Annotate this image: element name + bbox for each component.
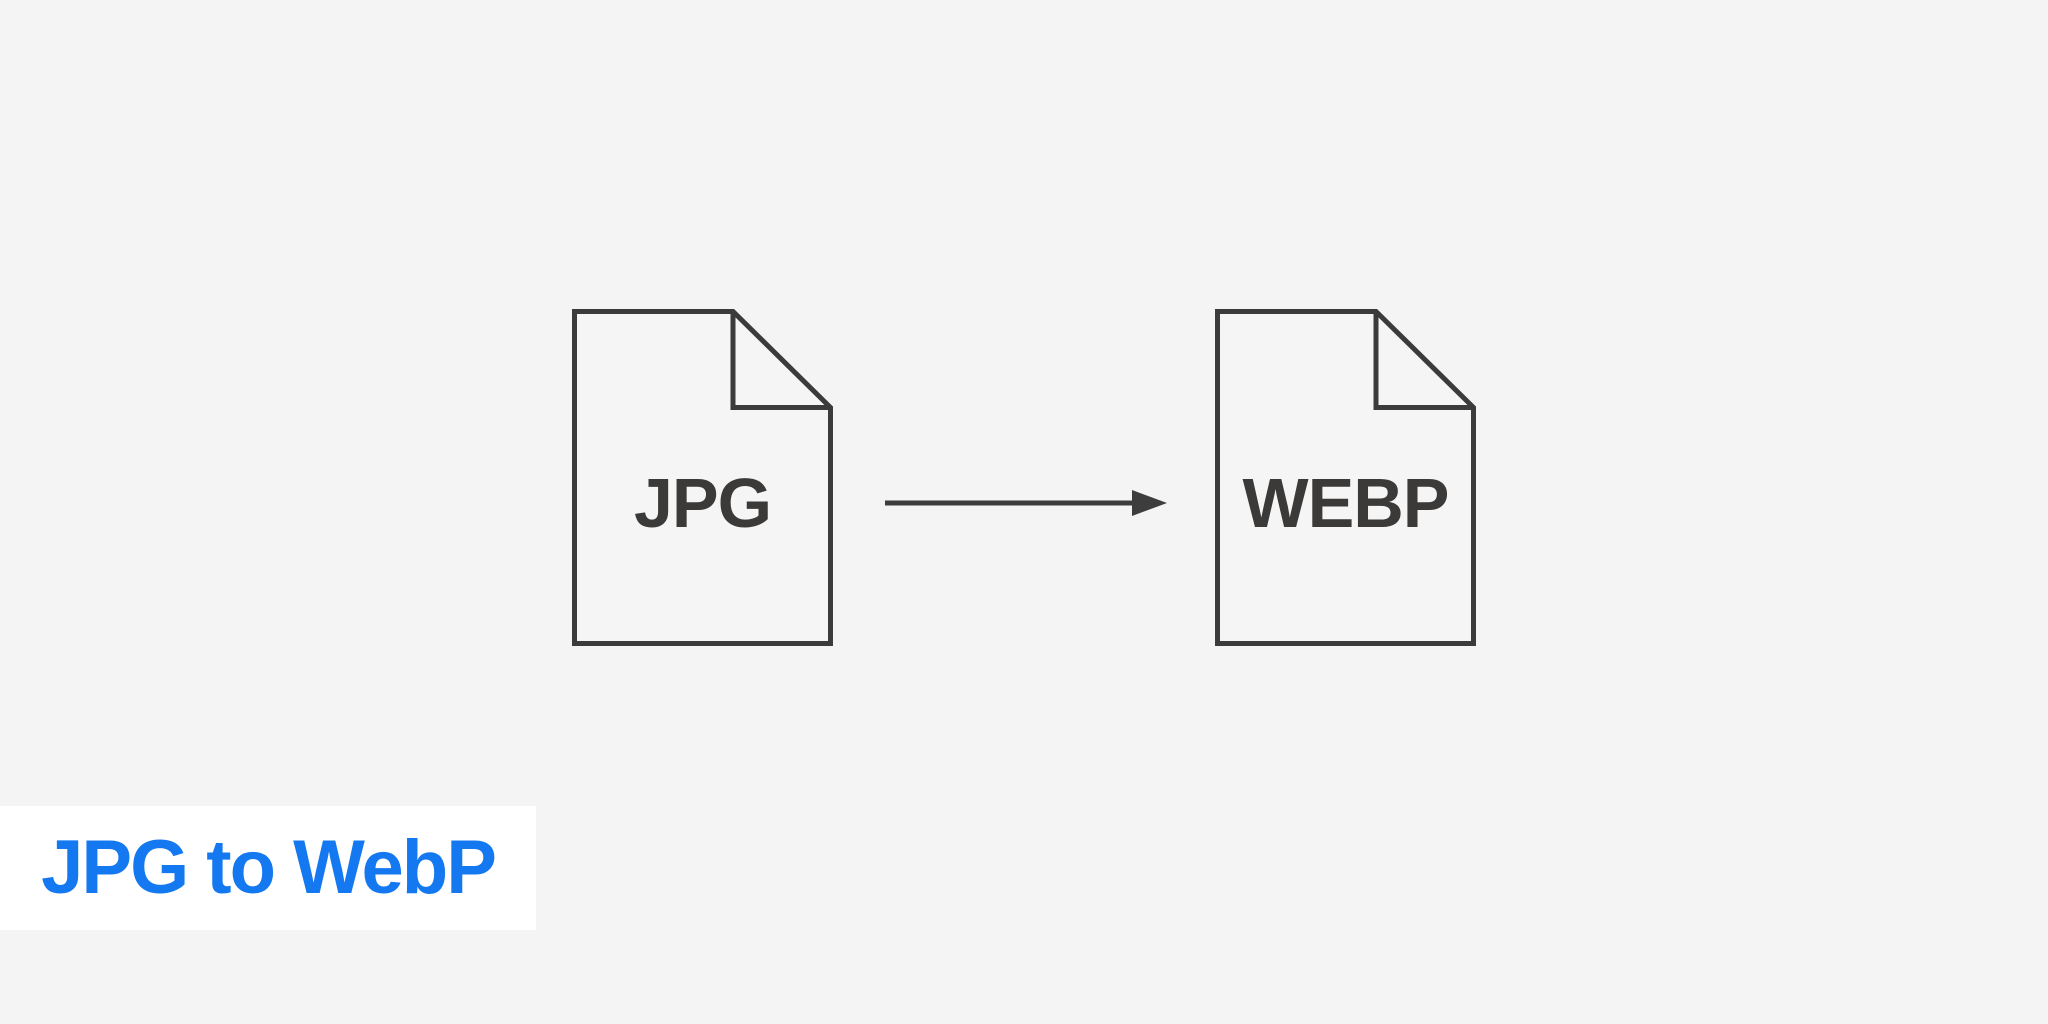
webp-file-icon: WEBP [1215, 309, 1476, 646]
arrow-right-icon [885, 490, 1167, 516]
target-format-label: WEBP [1242, 464, 1450, 542]
document-outline-icon [572, 309, 833, 646]
document-outline-icon [1215, 309, 1476, 646]
title-text: JPG to WebP [41, 825, 497, 910]
folded-corner-icon [1373, 311, 1474, 410]
jpg-file-icon: JPG [572, 309, 833, 646]
conversion-arrow-icon [885, 489, 1167, 517]
title-badge: JPG to WebP [0, 806, 536, 930]
source-format-label: JPG [633, 464, 772, 542]
folded-corner-icon [730, 311, 831, 410]
